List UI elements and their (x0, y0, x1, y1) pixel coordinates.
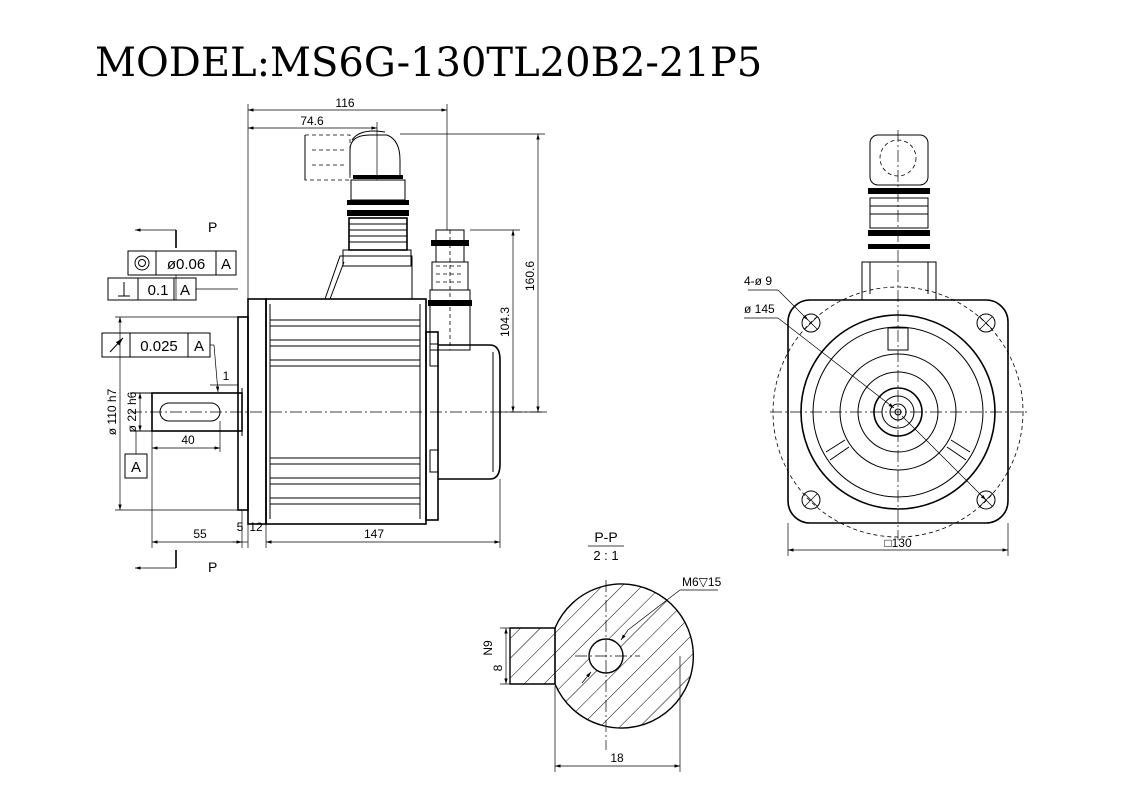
tol-perp-datum: A (180, 282, 190, 299)
datum-a-box: A (124, 431, 148, 479)
tol-frame-perpendicularity: 0.1 A (107, 277, 238, 301)
motor-body (265, 298, 427, 525)
front-view: 4-ø 9 ø 145 □130 (744, 130, 1030, 556)
dim-step-1: 1 (223, 369, 230, 383)
tol-frame-runout: 0.025 A (101, 332, 220, 393)
thread-label: M6▽15 (682, 575, 722, 589)
front-connector (861, 134, 937, 300)
section-scale: 2 : 1 (593, 548, 618, 563)
model-title: MODEL:MS6G-130TL20B2-21P5 (95, 40, 762, 86)
encoder-cover (425, 331, 501, 521)
flange-square-label: □130 (884, 536, 912, 550)
pcd-label: ø 145 (744, 302, 775, 316)
dim-116: 116 (335, 96, 354, 110)
square-flange (787, 299, 1009, 524)
encoder-connector (428, 229, 472, 351)
tol-runout-value: 0.025 (140, 338, 178, 355)
key-depth-label: N9 (481, 640, 495, 656)
section-marker-top: P (208, 219, 217, 235)
power-connector (304, 130, 413, 300)
key-width-label: 8 (491, 664, 505, 671)
section-view: P-P 2 : 1 M6▽15 N9 8 18 (481, 529, 722, 772)
pcd-circle (772, 286, 1024, 538)
dim-104-3: 104.3 (498, 307, 512, 337)
dim-147: 147 (364, 527, 384, 541)
dim-160-6: 160.6 (523, 261, 537, 291)
dim-dia-22: ø 22 h6 (125, 391, 139, 432)
dim-40: 40 (181, 433, 195, 447)
dim-55: 55 (193, 527, 207, 541)
tol-runout-datum: A (194, 338, 204, 355)
flange (237, 298, 267, 525)
dim-dia-110: ø 110 h7 (105, 388, 119, 435)
side-view: 116 74.6 160.6 104.3 55 147 5 12 40 ø 11… (101, 96, 548, 575)
dim-74-6: 74.6 (300, 114, 324, 128)
dim-12: 12 (249, 520, 263, 534)
tol-perp-value: 0.1 (148, 282, 169, 299)
tol-frame-coaxiality: ø0.06 A (127, 250, 237, 300)
shaft-width-label: 18 (610, 751, 624, 765)
tol-coaxiality-value: ø0.06 (167, 256, 205, 273)
holes-label: 4-ø 9 (744, 274, 772, 288)
dim-5: 5 (237, 520, 244, 534)
section-title: P-P (594, 529, 617, 545)
section-marker-bottom: P (208, 559, 217, 575)
tol-coaxiality-datum: A (221, 256, 231, 273)
datum-a-label: A (131, 459, 141, 476)
